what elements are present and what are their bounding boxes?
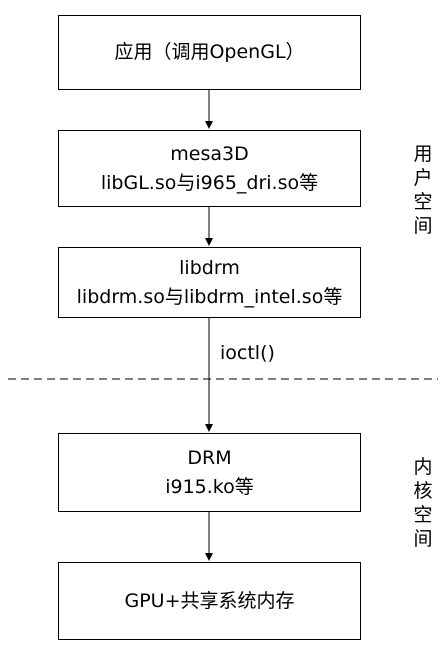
drm-box: DRM i915.ko等 bbox=[58, 433, 361, 512]
mesa3d-box-libs: libGL.so与i965_dri.so等 bbox=[100, 171, 319, 194]
user-space-label: 用 户 空 间 bbox=[410, 142, 436, 238]
gpu-box-label: GPU+共享系统内存 bbox=[124, 589, 295, 612]
user-space-char-4: 间 bbox=[413, 215, 433, 237]
kernel-space-char-2: 核 bbox=[413, 480, 433, 502]
user-space-char-3: 空 bbox=[413, 191, 433, 213]
libdrm-box-title: libdrm bbox=[179, 257, 240, 279]
kernel-space-char-3: 空 bbox=[413, 504, 433, 526]
ioctl-label: ioctl() bbox=[220, 342, 275, 364]
libdrm-box: libdrm libdrm.so与libdrm_intel.so等 bbox=[58, 247, 361, 318]
drm-box-module: i915.ko等 bbox=[165, 475, 254, 498]
kernel-space-char-4: 间 bbox=[413, 528, 433, 550]
app-box-label: 应用（调用OpenGL） bbox=[114, 41, 305, 64]
mesa3d-box-title: mesa3D bbox=[170, 143, 249, 165]
kernel-space-char-1: 内 bbox=[413, 456, 433, 478]
app-box: 应用（调用OpenGL） bbox=[58, 15, 361, 90]
gpu-box: GPU+共享系统内存 bbox=[58, 562, 361, 640]
mesa3d-box: mesa3D libGL.so与i965_dri.so等 bbox=[58, 130, 361, 207]
user-space-char-2: 户 bbox=[413, 167, 433, 189]
libdrm-box-libs: libdrm.so与libdrm_intel.so等 bbox=[76, 285, 343, 308]
drm-box-title: DRM bbox=[187, 447, 232, 469]
kernel-space-label: 内 核 空 间 bbox=[410, 455, 436, 551]
user-space-char-1: 用 bbox=[413, 143, 433, 165]
